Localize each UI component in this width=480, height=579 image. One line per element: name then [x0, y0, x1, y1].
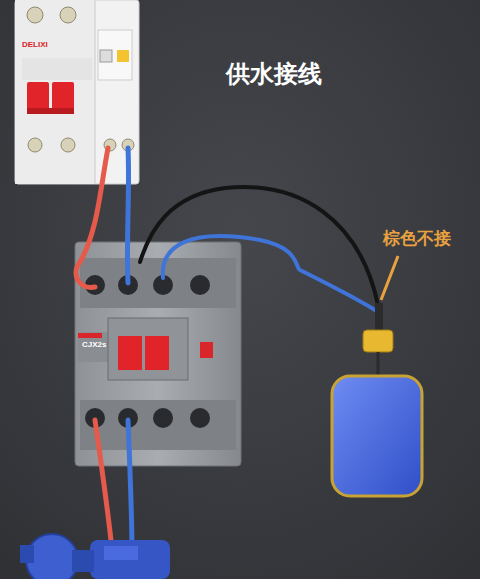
wires: [76, 148, 378, 552]
note-label: 棕色不接: [383, 227, 451, 250]
contactor: [75, 242, 241, 466]
water-pump: [20, 534, 170, 579]
model-label: CJX2s: [82, 340, 106, 349]
float-switch: [332, 303, 422, 496]
diagram-title: 供水接线: [226, 58, 322, 90]
brand-label: DELIXI: [22, 40, 48, 49]
circuit-breaker: [15, 0, 139, 184]
leader-line: [381, 256, 398, 300]
